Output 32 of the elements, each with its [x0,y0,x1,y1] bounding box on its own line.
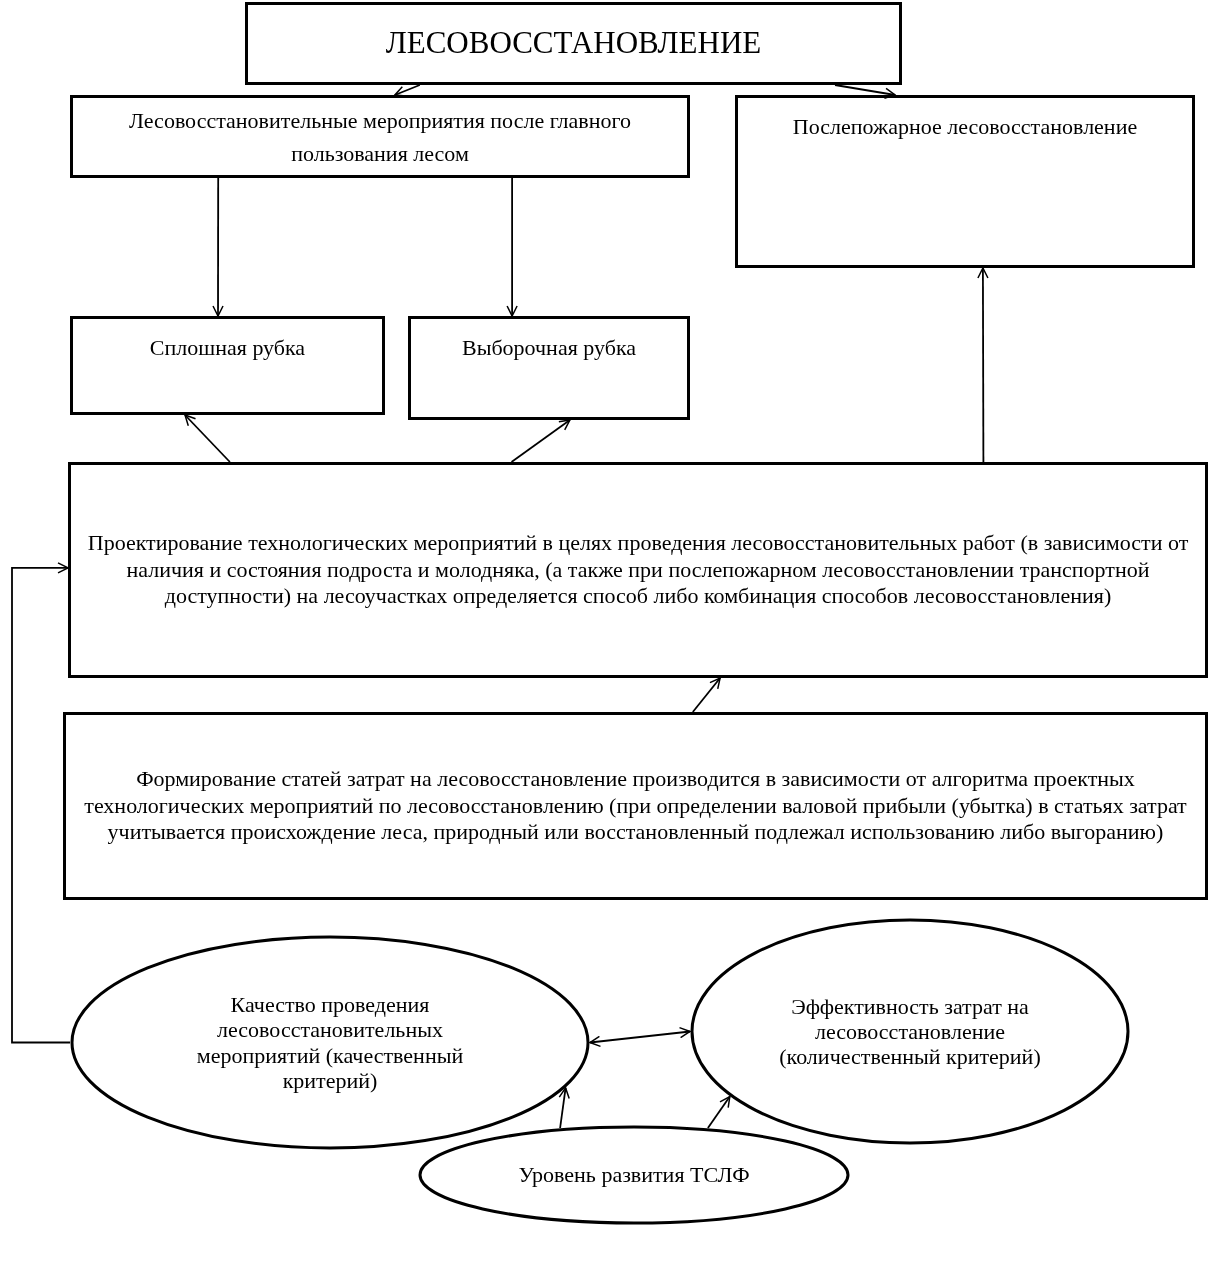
arrow [394,84,421,97]
node-text: Эффективность затрат на лесовосстановление (количественный критерий) [778,993,1042,1070]
node-text: Формирование статей затрат на лесовосстановление производится в зависимости от алгоритма проектных технологических мероприятий по лесовосстановлению (при определении валовой прибыли (убытка) в статьях затрат учитывается происхождение леса, природный или восстановленный подлежал использованию либо выгоранию) [83,766,1188,846]
node-text: Послепожарное лесовосстановление [792,113,1138,141]
node-text: Лесовосстановительные мероприятия после главного пользования лесом [128,106,632,168]
arrow [212,177,224,317]
node-text: Проектирование технологических мероприятий в целях проведения лесовосстановительных работ (в зависимости от наличия и состояния подроста и молодняка, (а также при послепожарном лесовосстановлении транспортной доступности) на лесоучастках определяется способ либо комбинация способов лесовосстановления) [86,530,1190,610]
oval-node [418,1125,850,1225]
process-box [63,712,1208,900]
process-box [68,462,1208,678]
node-text: Уровень развития ТСЛФ [518,1162,750,1188]
oval-node [690,918,1130,1145]
arrow [506,177,518,317]
node-text: Сплошная рубка [149,334,306,362]
node-text: Выборочная рубка [461,334,636,362]
process-box [735,95,1195,268]
process-box [70,95,690,178]
arrow [558,1087,570,1129]
arrow [977,267,989,463]
arrow [11,562,71,1044]
oval-node [70,935,590,1150]
arrow [589,1026,691,1048]
process-box [245,2,902,85]
process-box [408,316,690,420]
arrow [184,414,231,463]
arrow [707,1095,731,1129]
arrow [834,84,896,100]
arrow [691,677,721,713]
process-box [70,316,385,415]
arrow [510,419,571,463]
node-text: Качество проведения лесовосстановительных мероприятий (качественный критерий) [195,991,465,1094]
node-text: ЛЕСОВОССТАНОВЛЕНИЕ [385,24,762,63]
